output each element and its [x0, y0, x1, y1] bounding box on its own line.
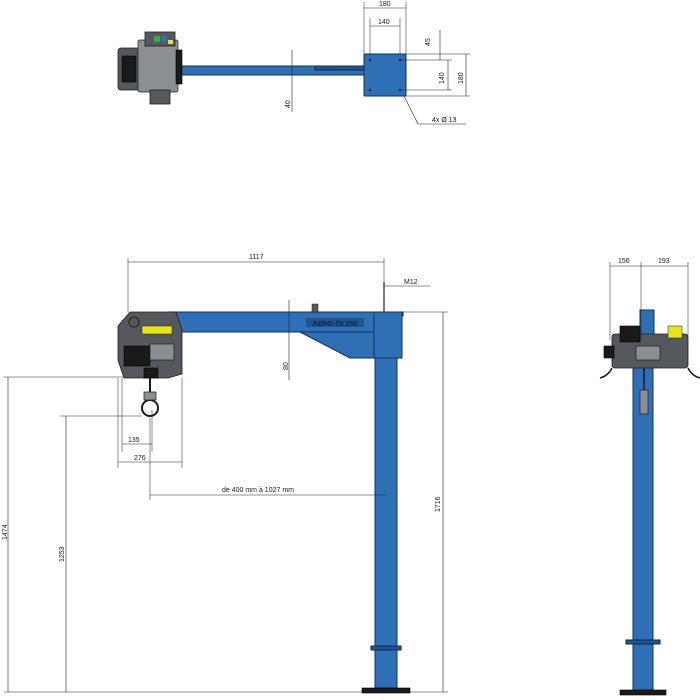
side-view: AERO-TE 250 1117 M12 80: [2, 254, 448, 694]
top-base-plate: [363, 53, 407, 97]
side-dim-1253: 1253: [59, 546, 66, 562]
top-dim-180-height: 180: [458, 72, 465, 84]
side-column-head: [369, 311, 403, 359]
top-dim-45: 45: [425, 38, 432, 46]
side-dim-m12: M12: [404, 279, 418, 286]
front-dim-156: 156: [618, 258, 630, 265]
side-reach-label: de 400 mm à 1027 mm: [222, 487, 294, 494]
side-column-collar: [370, 645, 402, 651]
front-base-plate: [619, 689, 667, 696]
front-view: 156 193: [599, 258, 700, 696]
top-holes-label: 4x Ø 13: [432, 117, 457, 124]
side-dim-80: 80: [283, 362, 290, 370]
top-dim-180-width: 180: [379, 1, 391, 8]
side-dim-276: 276: [134, 455, 146, 462]
front-hoist: [599, 309, 700, 415]
top-dim-140-width: 140: [378, 19, 390, 26]
side-dim-1716: 1716: [435, 496, 442, 512]
top-boom-slot: [314, 65, 371, 71]
side-boom-gusset: [299, 331, 375, 359]
top-hoist: [117, 31, 183, 105]
side-dim-1474: 1474: [2, 524, 9, 540]
side-column: [374, 311, 398, 689]
side-hook: [141, 378, 159, 417]
side-base-plate: [361, 687, 411, 694]
side-hoist: [117, 311, 183, 379]
front-dim-193: 193: [658, 258, 670, 265]
side-dim-135: 135: [128, 437, 140, 444]
side-dim-1117: 1117: [249, 254, 264, 261]
top-dim-140-height: 140: [439, 72, 446, 84]
top-dim-40: 40: [285, 100, 292, 108]
front-column: [632, 329, 654, 691]
side-boom-label: AERO-TE 250: [312, 321, 357, 328]
top-view: 180 140 45 140 180 40 4x Ø 13: [117, 1, 470, 125]
